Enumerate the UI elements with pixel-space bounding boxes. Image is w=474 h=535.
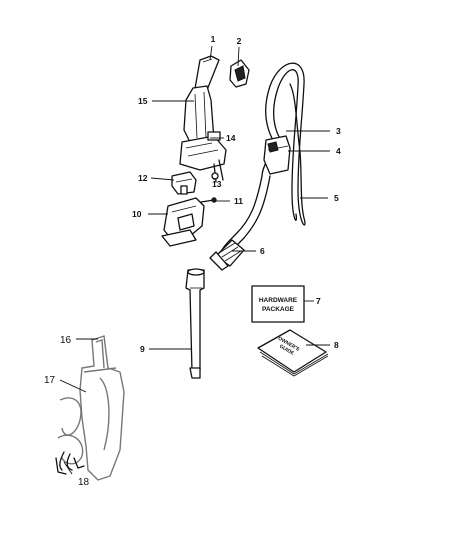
callout-8: 8 <box>334 340 339 350</box>
part-12-clip <box>171 171 197 195</box>
callout-4: 4 <box>336 146 341 156</box>
part-9-extension-wand <box>185 268 205 379</box>
part-2-clip <box>229 59 250 88</box>
callout-11: 11 <box>234 196 243 206</box>
callout-5: 5 <box>334 193 339 203</box>
part-14-hose-attachment <box>179 131 227 183</box>
part-6-hose-end <box>209 239 245 271</box>
leader-lines <box>59 45 330 475</box>
part-5-hose <box>221 62 306 255</box>
hardware-package-line2: PACKAGE <box>262 306 295 313</box>
callout-7: 7 <box>316 296 321 306</box>
part-8-owners-guide: OWNER'S GUIDE <box>257 329 329 377</box>
part-4-hose-cuff <box>263 135 291 175</box>
callout-14: 14 <box>226 133 236 143</box>
callout-10: 10 <box>132 209 142 219</box>
callout-15: 15 <box>138 96 148 106</box>
vacuum-body-assembly <box>55 335 125 481</box>
callout-18: 18 <box>78 477 90 488</box>
hardware-package-line1: HARDWARE <box>259 297 298 304</box>
callout-13: 13 <box>212 179 222 189</box>
part-10-nozzle-base <box>161 197 205 247</box>
callout-2: 2 <box>237 36 242 46</box>
callout-17: 17 <box>44 375 56 386</box>
callout-16: 16 <box>60 335 72 346</box>
callout-12: 12 <box>138 173 148 183</box>
callout-3: 3 <box>336 126 341 136</box>
callout-6: 6 <box>260 246 265 256</box>
part-7-hardware-package: HARDWARE PACKAGE <box>251 285 305 323</box>
callout-labels: 1 2 3 4 5 6 7 8 9 10 11 12 13 14 15 16 1… <box>44 34 341 488</box>
part-11-screw <box>200 197 217 203</box>
callout-1: 1 <box>211 34 216 44</box>
callout-9: 9 <box>140 344 145 354</box>
